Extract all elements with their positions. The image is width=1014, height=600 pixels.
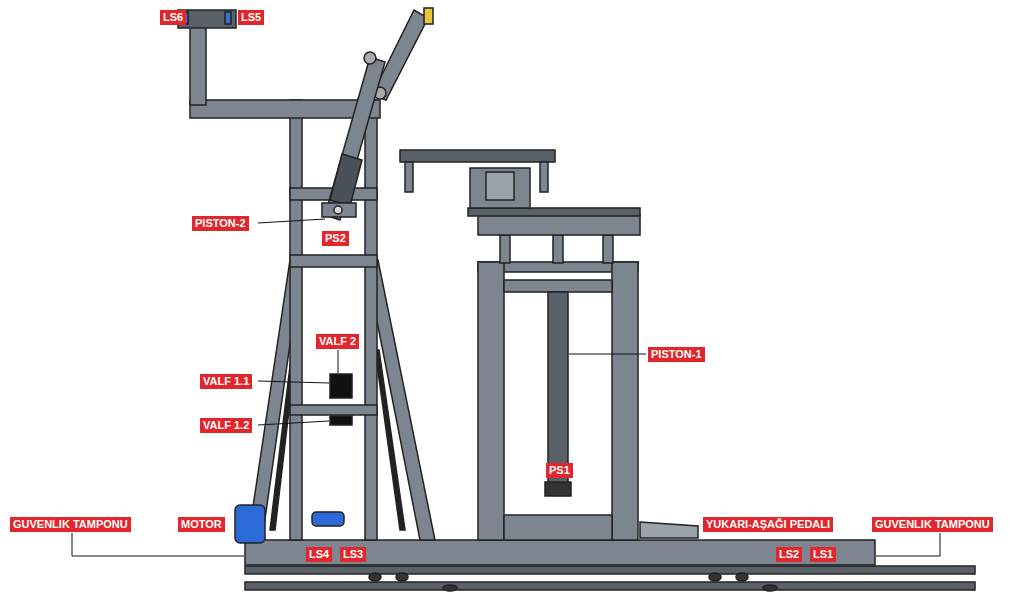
part-label: LS6 (160, 10, 186, 25)
part-label: PISTON-2 (192, 216, 249, 231)
leader-lines (72, 219, 940, 556)
part-label: PISTON-1 (648, 347, 705, 362)
part-label: LS1 (810, 547, 836, 562)
part-label: YUKARI-AŞAĞI PEDALI (703, 517, 833, 532)
part-label: VALF 1.2 (200, 418, 252, 433)
part-label: VALF 1.1 (200, 374, 252, 389)
part-label: VALF 2 (316, 334, 359, 349)
part-label: GUVENLIK TAMPONU (872, 517, 993, 532)
part-label: GUVENLIK TAMPONU (10, 517, 131, 532)
part-label: LS5 (238, 10, 264, 25)
part-label: LS3 (340, 547, 366, 562)
part-label: LS4 (306, 547, 332, 562)
part-label: LS2 (776, 547, 802, 562)
part-label: PS2 (322, 231, 349, 246)
part-label: PS1 (546, 463, 573, 478)
part-label: MOTOR (178, 517, 225, 532)
